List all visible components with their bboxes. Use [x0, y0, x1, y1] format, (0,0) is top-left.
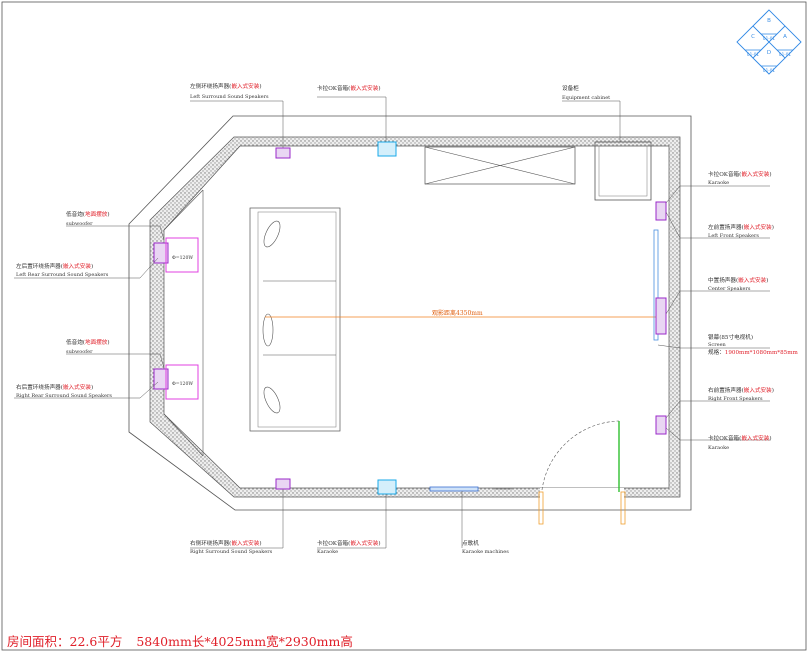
screen-label: 银幕(85寸电视机)	[708, 333, 753, 341]
center-speaker	[655, 297, 667, 335]
karaoke-machine-label-en: Karaoke machines	[462, 549, 509, 555]
room-area-text: 房间面积：22.6平方	[7, 634, 123, 649]
left-surround-label: 左侧环绕扬声器(嵌入式安装)	[190, 82, 262, 90]
karaoke-right-bottom-label: 卡拉OK音箱(嵌入式安装)	[708, 434, 772, 442]
logo-diamond	[736, 9, 802, 75]
karaoke-machine-label: 点歌机	[462, 539, 479, 547]
right-rear-speaker	[153, 368, 169, 390]
svg-text:01-01: 01-01	[763, 68, 776, 73]
svg-text:B: B	[767, 18, 771, 24]
subwoofer-top-label: 低音炮(地面摆放)	[66, 210, 110, 218]
svg-text:01-01: 01-01	[763, 36, 776, 41]
right-surround-label-en: Right Surround Sound Speakers	[190, 549, 273, 555]
center-label-en: Center Speakers	[708, 286, 751, 292]
svg-text:C: C	[751, 34, 755, 40]
svg-text:A: A	[783, 34, 787, 40]
right-front-label-en: Right Front Speakers	[708, 396, 763, 402]
equipment-rack	[424, 146, 576, 185]
left-rear-label-en: Left Rear Surround Sound Speakers	[16, 272, 109, 278]
subwoofer-top-label-en: subwoofer	[66, 221, 93, 227]
leader-lines	[14, 96, 770, 549]
room-info-footer: 房间面积：22.6平方 5840mm长*4025mm宽*2930mm高	[7, 631, 363, 650]
left-surround-speaker	[275, 147, 291, 159]
center-label: 中置扬声器(嵌入式安装)	[708, 276, 768, 284]
subwoofer-bottom	[165, 364, 199, 400]
subwoofer-bottom-label-en: subwoofer	[66, 349, 93, 355]
equipment-cabinet-label-en: Equipment cabinet	[562, 95, 610, 101]
karaoke-top-label: 卡拉OK音箱(嵌入式安装)	[317, 84, 381, 92]
door-jamb-right	[620, 491, 626, 525]
equipment-cabinet	[594, 141, 652, 201]
sofa	[249, 207, 341, 432]
right-rear-label: 右后置环绕扬声器(嵌入式安装)	[16, 383, 93, 391]
left-front-speaker	[655, 201, 667, 221]
equipment-cabinet-label: 设备柜	[562, 84, 579, 92]
screen-label-en: Screen	[708, 342, 727, 348]
left-rear-label: 左后置环绕扬声器(嵌入式安装)	[16, 262, 93, 270]
subwoofer-bottom-label: 低音炮(地面摆放)	[66, 338, 110, 346]
karaoke-right-bottom-label-en: Karaoke	[708, 445, 729, 451]
karaoke-right-top-label: 卡拉OK音箱(嵌入式安装)	[708, 170, 772, 178]
karaoke-right-top-label-en: Karaoke	[708, 180, 729, 186]
karaoke-bottom-label-en: Karaoke	[317, 549, 338, 555]
inner-corner-line-bottom	[163, 413, 204, 457]
subwoofer-bottom-size: Φ=120W	[172, 381, 193, 387]
subwoofer-top	[165, 237, 199, 273]
inner-corner-line-top	[163, 189, 204, 231]
right-front-speaker	[655, 415, 667, 435]
karaoke-bottom-label: 卡拉OK音箱(嵌入式安装)	[317, 539, 381, 547]
outer-wall-outline	[128, 115, 692, 511]
viewing-distance-label: 观影距离4350mm	[432, 309, 483, 317]
left-rear-speaker	[153, 242, 169, 264]
screen-spec-label: 规格：1900mm*1080mm*85mm	[708, 348, 799, 356]
logo-text: B C A D 01-01 01-01 01-01 01-01	[747, 18, 792, 73]
karaoke-speaker-bottom	[377, 479, 397, 495]
door-jamb-left	[538, 491, 544, 525]
right-surround-label: 右侧环绕扬声器(嵌入式安装)	[190, 539, 262, 547]
door-swing-arc	[541, 420, 620, 491]
left-front-label: 左前置扬声器(嵌入式安装)	[708, 223, 774, 231]
subwoofer-top-size: Φ=120W	[172, 255, 193, 261]
svg-text:D: D	[767, 50, 771, 56]
karaoke-speaker-top	[377, 141, 397, 157]
right-front-label: 右前置扬声器(嵌入式安装)	[708, 386, 774, 394]
svg-text:01-01: 01-01	[747, 52, 760, 57]
room-dimensions-text: 5840mm长*4025mm宽*2930mm高	[136, 634, 353, 649]
left-front-label-en: Left Front Speakers	[708, 233, 759, 239]
left-surround-label-en: Left Surround Sound Speakers	[190, 94, 269, 100]
screen	[653, 229, 659, 341]
right-rear-label-en: Right Rear Surround Sound Speakers	[16, 393, 112, 399]
right-surround-speaker	[275, 478, 291, 490]
svg-text:01-01: 01-01	[779, 52, 792, 57]
karaoke-machine	[429, 486, 479, 492]
door-gap	[540, 488, 624, 500]
